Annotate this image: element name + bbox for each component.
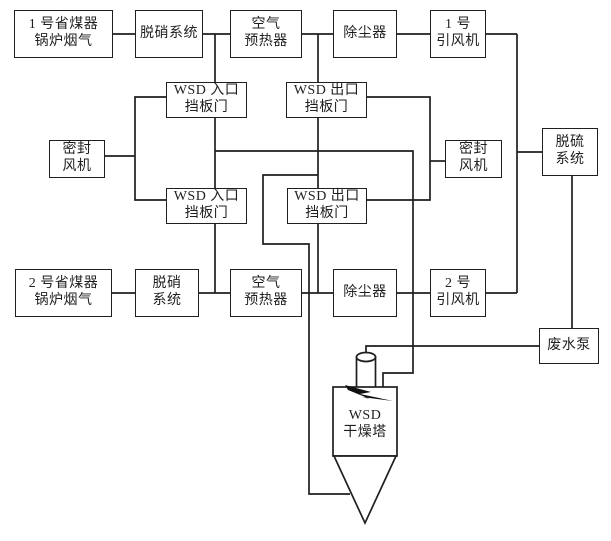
node-text: 密封 [459, 142, 488, 158]
node-induced-draft-fan-1: 1 号 引风机 [430, 10, 486, 58]
node-seal-fan-left: 密封 风机 [49, 140, 105, 178]
node-text: 除尘器 [343, 284, 387, 300]
nozzle-cylinder-top [355, 351, 377, 363]
node-seal-fan-right: 密封 风机 [445, 140, 502, 178]
node-text: 1 号省煤器 [28, 17, 99, 33]
node-text: 脱硫 [555, 135, 585, 151]
node-text: 废水泵 [547, 337, 591, 353]
edge-pump-nozzle [365, 345, 539, 356]
node-text: 空气 [251, 17, 281, 33]
node-text: 锅炉烟气 [34, 293, 93, 308]
node-text: 系统 [152, 293, 182, 308]
node-text: 风机 [459, 159, 488, 174]
node-text: 挡板门 [305, 206, 349, 221]
node-text: WSD 出口 [293, 83, 360, 99]
node-text: 引风机 [436, 293, 480, 308]
node-text: WSD 入口 [173, 83, 240, 99]
node-wsd-outlet-damper-1: WSD 出口 挡板门 [286, 82, 367, 118]
node-wsd-inlet-damper-1: WSD 入口 挡板门 [166, 82, 247, 118]
node-text: 锅炉烟气 [34, 34, 93, 49]
node-text: 系统 [555, 152, 585, 167]
tower-cone [332, 455, 398, 526]
node-text: 空气 [251, 276, 281, 292]
node-induced-draft-fan-2: 2 号 引风机 [430, 269, 486, 317]
loop-seal-left [134, 96, 166, 201]
node-waste-water-pump: 废水泵 [539, 328, 599, 364]
node-text: 脱硝 [152, 276, 182, 292]
node-text: 挡板门 [184, 206, 229, 221]
node-text: 挡板门 [184, 100, 229, 115]
node-wsd-outlet-damper-2: WSD 出口 挡板门 [287, 188, 367, 224]
node-dust-collector-2: 除尘器 [333, 269, 397, 317]
loop-seal-right [367, 96, 431, 201]
node-text: 引风机 [436, 34, 480, 49]
node-boiler2-flue-gas: 2 号省煤器 锅炉烟气 [15, 269, 112, 317]
node-text: 挡板门 [304, 100, 349, 115]
node-text: 密封 [62, 142, 92, 158]
node-dust-collector-1: 除尘器 [333, 10, 397, 58]
node-text: 脱硝系统 [140, 25, 198, 41]
node-text: 预热器 [244, 293, 288, 308]
node-wsd-inlet-damper-2: WSD 入口 挡板门 [166, 188, 247, 224]
node-desulfurization-system: 脱硫 系统 [542, 128, 598, 176]
node-text: WSD [348, 407, 382, 423]
node-text: WSD 出口 [294, 189, 360, 205]
node-denox-system-2: 脱硝 系统 [135, 269, 199, 317]
node-text: 预热器 [244, 34, 288, 49]
node-text: 干燥塔 [343, 425, 387, 440]
nozzle-cylinder-body [355, 356, 377, 390]
node-boiler1-flue-gas: 1 号省煤器 锅炉烟气 [14, 10, 113, 58]
node-air-preheater-2: 空气 预热器 [230, 269, 302, 317]
node-air-preheater-1: 空气 预热器 [230, 10, 302, 58]
node-denox-system-1: 脱硝系统 [135, 10, 203, 58]
node-text: 2 号 [445, 276, 471, 292]
node-text: 1 号 [445, 17, 471, 33]
node-wsd-dry-tower-label: WSD 干燥塔 [333, 398, 397, 450]
node-text: 2 号省煤器 [28, 276, 99, 292]
node-text: 风机 [62, 159, 92, 174]
node-text: WSD 入口 [173, 189, 240, 205]
node-text: 除尘器 [343, 25, 387, 41]
